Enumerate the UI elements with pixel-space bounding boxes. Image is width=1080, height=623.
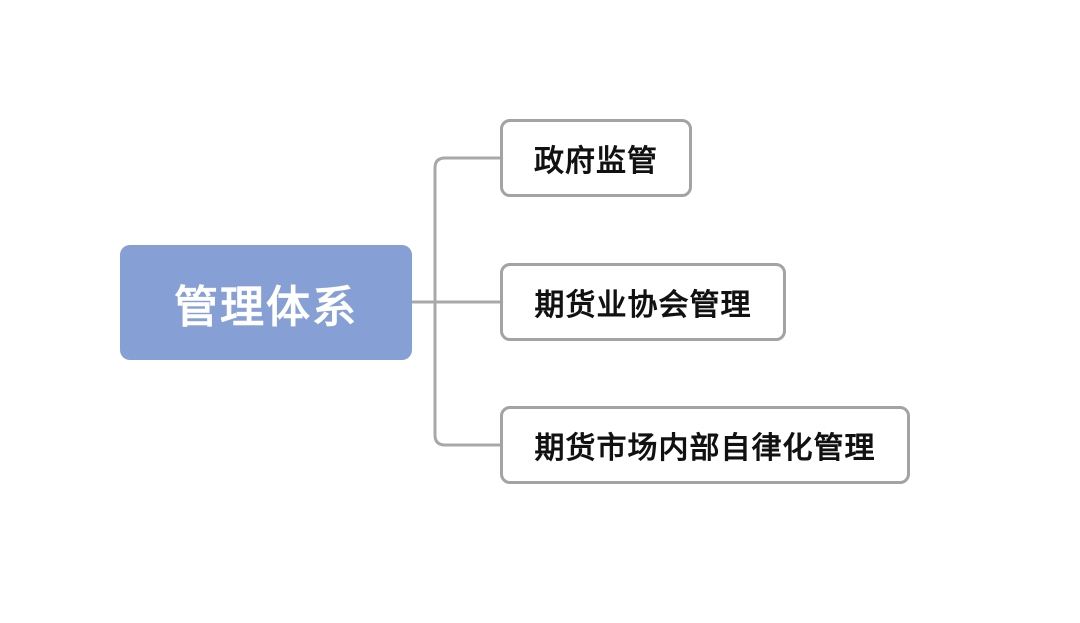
child-node-government-regulation[interactable]: 政府监管 [500, 119, 692, 197]
root-node[interactable]: 管理体系 [120, 245, 412, 360]
child-node-market-self-regulation[interactable]: 期货市场内部自律化管理 [500, 406, 910, 484]
child-node-futures-association[interactable]: 期货业协会管理 [500, 263, 786, 341]
child-node-label: 政府监管 [534, 144, 658, 179]
child-node-label: 期货市场内部自律化管理 [534, 431, 876, 466]
child-node-label: 期货业协会管理 [534, 288, 752, 323]
connector-vertical-trunk [433, 156, 446, 447]
root-node-label: 管理体系 [174, 281, 358, 333]
